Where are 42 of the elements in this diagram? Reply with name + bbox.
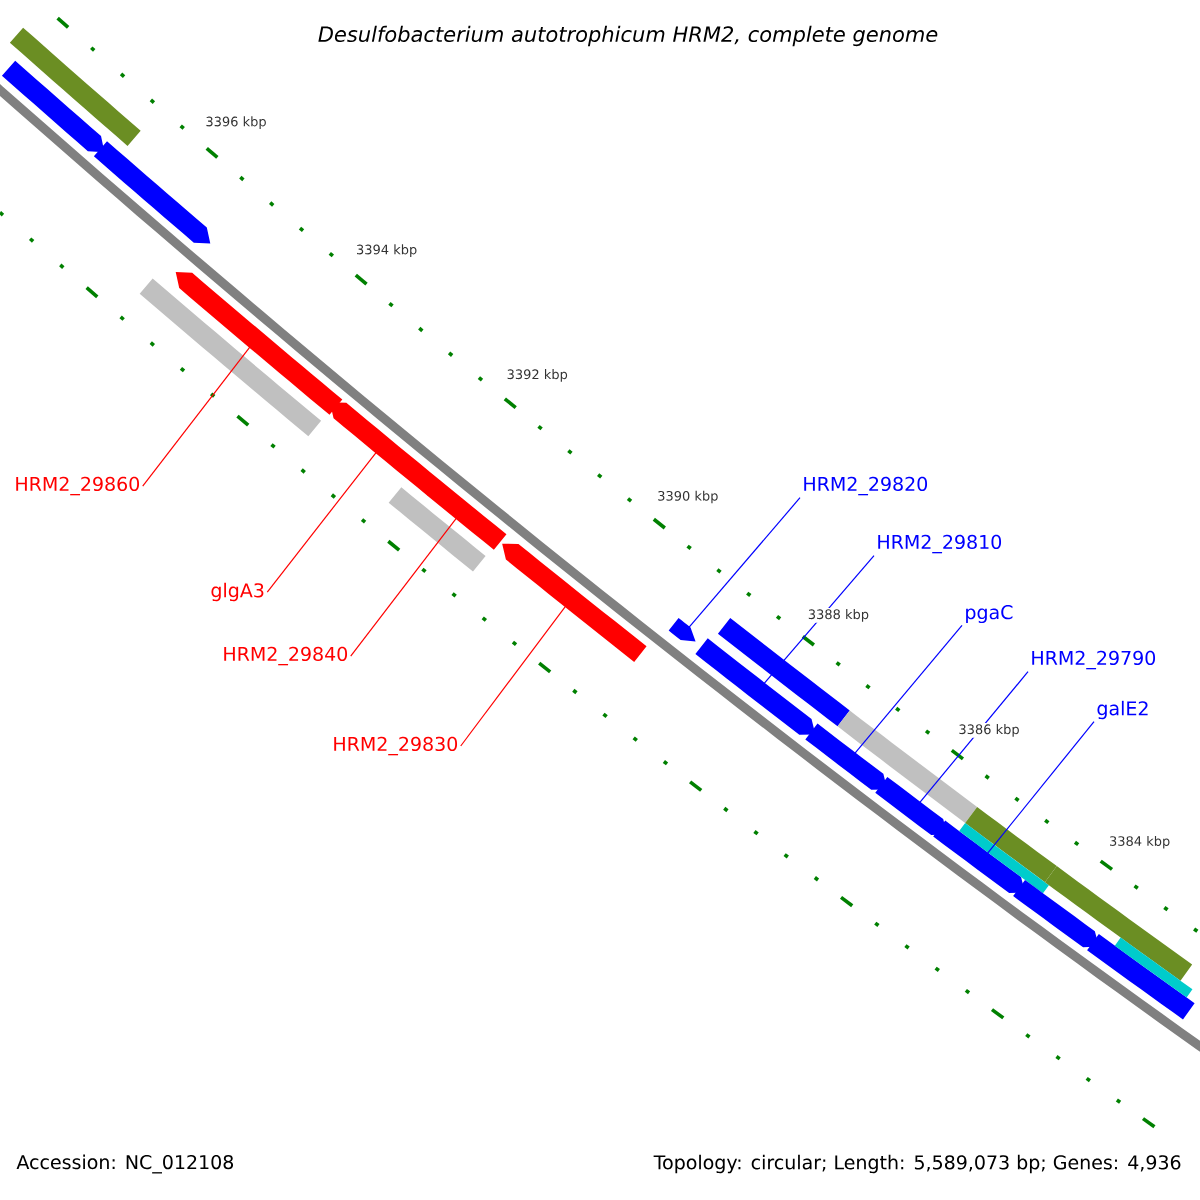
leader-line bbox=[688, 497, 801, 628]
leader-line bbox=[460, 605, 567, 747]
gene-bar bbox=[175, 271, 343, 415]
gene-label: HRM2_29820 bbox=[804, 476, 928, 496]
gene-label: HRM2_29860 bbox=[16, 476, 140, 496]
gene-bar bbox=[1087, 934, 1195, 1020]
leader-line bbox=[986, 721, 1095, 854]
gene-bar bbox=[1044, 866, 1193, 981]
gene-bar bbox=[502, 543, 647, 662]
gene-bar bbox=[717, 617, 850, 727]
gene-bar bbox=[959, 823, 1049, 894]
gene-bar bbox=[93, 141, 211, 244]
gene-label: pgaC bbox=[966, 604, 1013, 624]
gene-bar bbox=[329, 402, 441, 496]
leader-line bbox=[854, 624, 963, 754]
leader-line bbox=[266, 451, 377, 593]
gene-bar bbox=[388, 487, 486, 572]
footer-text: Topology: circular; Length: 5,589,073 bp; Genes: 4,936 bbox=[653, 1154, 1181, 1174]
leader-line bbox=[142, 346, 251, 487]
gene-bar bbox=[695, 638, 816, 735]
gene-bar bbox=[9, 27, 141, 146]
gene-bar bbox=[965, 807, 1057, 883]
gene-bar bbox=[424, 480, 507, 550]
gene-label: HRM2_29810 bbox=[878, 534, 1002, 554]
gene-label: glgA3 bbox=[211, 582, 264, 602]
leader-line bbox=[919, 671, 1029, 804]
gene-bar bbox=[1, 60, 105, 153]
footer-text: Accession: NC_012108 bbox=[16, 1154, 234, 1174]
gene-bar bbox=[1013, 879, 1099, 948]
leader-line bbox=[763, 555, 875, 685]
gene-bar bbox=[139, 278, 322, 437]
gene-bar bbox=[1114, 937, 1193, 998]
leader-line bbox=[350, 517, 458, 657]
map-title: Desulfobacterium autotrophicum HRM2, complete genome bbox=[318, 25, 938, 47]
gene-label: HRM2_29830 bbox=[334, 736, 458, 756]
gene-label: HRM2_29790 bbox=[1032, 650, 1156, 670]
gene-bar bbox=[668, 617, 696, 642]
gene-bar bbox=[805, 723, 888, 790]
gene-bar bbox=[875, 776, 948, 836]
gene-bar bbox=[933, 820, 1026, 894]
gene-label: HRM2_29840 bbox=[224, 646, 348, 666]
gene-label: galE2 bbox=[1097, 700, 1148, 720]
